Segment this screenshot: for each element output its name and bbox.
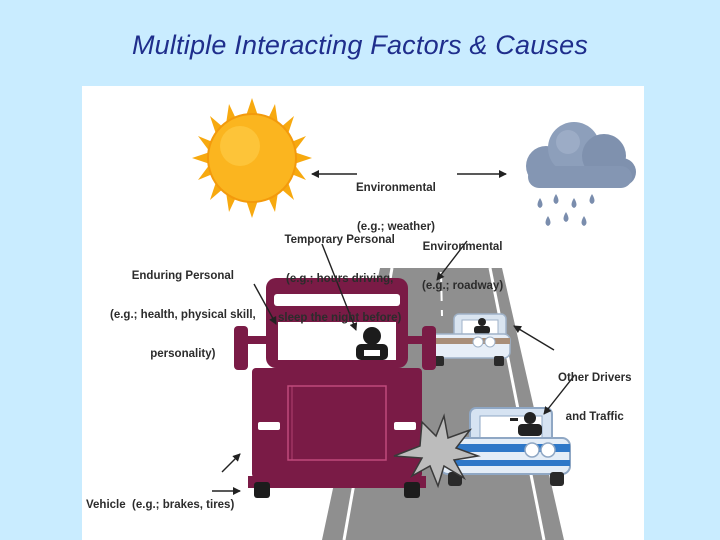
diagram-panel: Environmental (e.g.; weather) Temporary …: [82, 86, 644, 540]
label-temporary-personal: Temporary Personal (e.g.; hours driving,…: [278, 234, 402, 324]
rain-cloud-icon: [526, 122, 636, 226]
slide-title: Multiple Interacting Factors & Causes: [131, 30, 589, 60]
sun-icon: [192, 98, 312, 218]
label-enduring-personal: Enduring Personal (e.g.; health, physica…: [110, 270, 256, 360]
label-environmental-weather: Environmental (e.g.; weather): [356, 182, 436, 233]
callout-arrows: [212, 170, 575, 495]
car-icon: [439, 407, 571, 486]
label-other-drivers: Other Drivers and Traffic: [558, 372, 632, 423]
truck-icon: [234, 278, 436, 498]
collision-burst-icon: [393, 413, 481, 489]
label-environmental-roadway: Environmental (e.g.; roadway): [422, 241, 504, 292]
diagram-canvas: [192, 98, 636, 540]
label-vehicle: Vehicle (e.g.; brakes, tires): [86, 499, 235, 511]
car-icon: [425, 313, 511, 366]
